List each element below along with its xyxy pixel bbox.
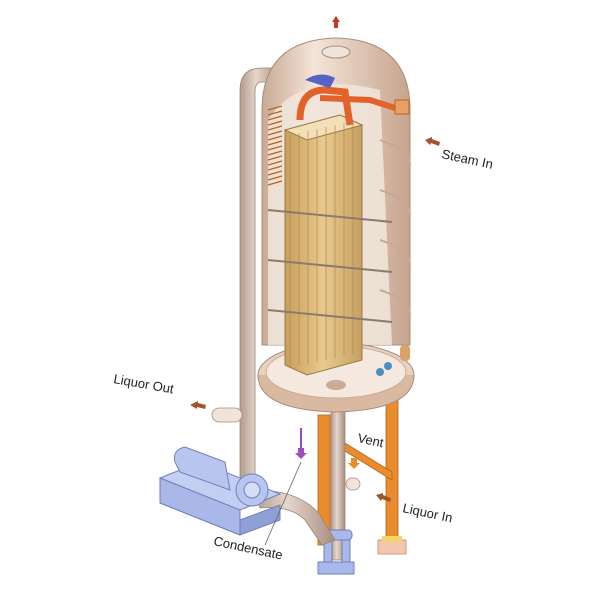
distributor-fin [267,175,283,181]
steam-distributor [305,74,335,88]
central-outlet-pipe [317,409,361,575]
condensate-arrow [295,448,307,459]
distributor-fin [267,170,283,176]
distributor-fin [267,150,283,156]
tie-rod [267,309,393,323]
label-liquor-out: Liquor Out [112,371,175,396]
distributor-fin [267,145,283,151]
distributor-fin [267,140,283,146]
liquor-in-arrow [376,493,391,502]
circulation-pump [158,446,282,536]
tie-rod [267,209,393,223]
steam-in-nozzle [394,99,410,115]
vent-arrow [348,458,360,469]
label-liquor-in: Liquor In [401,500,454,525]
distributor-fin [267,110,283,116]
label-steam-in: Steam In [440,146,494,171]
leg-foot [377,539,407,555]
distributor-fin [267,130,283,136]
distributor-fin [267,180,283,186]
distributor-fin [267,120,283,126]
distributor-fin [267,105,283,111]
liquor-out-arrow [190,401,206,409]
distributor-fin [267,165,283,171]
condensate-leader-line [264,461,302,546]
label-condensate: Condensate [212,533,284,562]
label-vent: Vent [356,430,385,450]
distributor-fin [267,125,283,131]
distributor-fin [267,155,283,161]
top-vapor-nozzle [321,45,351,59]
tie-rod [267,259,393,273]
liquor-out-nozzle [211,407,243,423]
side-nozzle [400,345,410,361]
distributor-fin [267,115,283,121]
flow-arrows [190,16,440,502]
steam-header-pipe [296,86,354,126]
vapor-out-arrow [332,16,340,28]
plate-heat-exchanger-pack [267,74,410,376]
distributor-fin [267,160,283,166]
distributor-fin [267,135,283,141]
steam-in-arrow [425,137,440,146]
liquor-in-nozzle [345,477,361,491]
